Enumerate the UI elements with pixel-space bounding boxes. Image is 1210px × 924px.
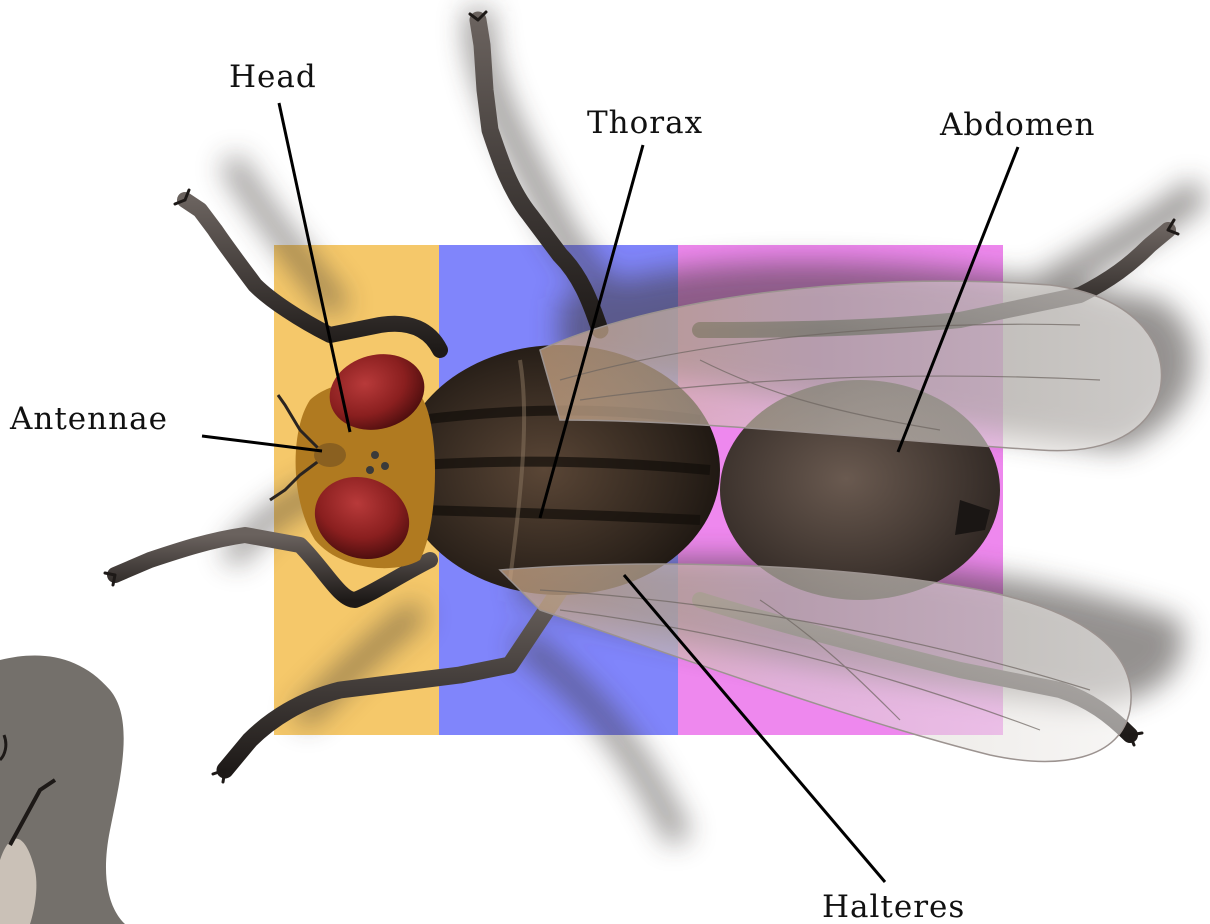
antennae-label: Antennae xyxy=(10,404,168,435)
thorax-label: Thorax xyxy=(587,108,703,139)
abdomen-label: Abdomen xyxy=(940,110,1095,141)
head-label: Head xyxy=(229,62,317,93)
halteres-label: Halteres xyxy=(822,892,965,923)
